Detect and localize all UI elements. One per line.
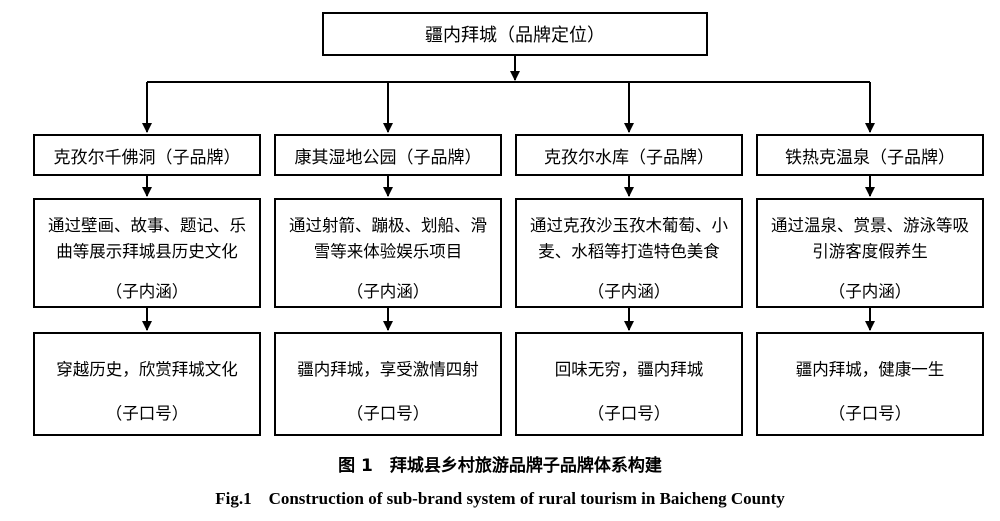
sub-brand-title: 康其湿地公园（子品牌） bbox=[294, 147, 482, 168]
connotation-text: 通过克孜沙玉孜木葡萄、小麦、水稻等打造特色美食 bbox=[530, 216, 728, 261]
sub-brand-box-3: 铁热克温泉（子品牌） bbox=[756, 134, 984, 176]
root-brand-box: 疆内拜城（品牌定位） bbox=[322, 12, 708, 56]
slogan-tag: （子口号） bbox=[587, 404, 671, 423]
connotation-box-2: 通过克孜沙玉孜木葡萄、小麦、水稻等打造特色美食 （子内涵） bbox=[515, 198, 743, 308]
slogan-text: 疆内拜城，健康一生 bbox=[795, 360, 945, 379]
connotation-tag: （子内涵） bbox=[828, 282, 912, 301]
slogan-tag: （子口号） bbox=[828, 404, 912, 423]
connotation-box-1: 通过射箭、蹦极、划船、滑雪等来体验娱乐项目 （子内涵） bbox=[274, 198, 502, 308]
slogan-box-3: 疆内拜城，健康一生 （子口号） bbox=[756, 332, 984, 436]
sub-brand-title: 克孜尔水库（子品牌） bbox=[544, 147, 714, 168]
slogan-text: 回味无穷，疆内拜城 bbox=[554, 360, 704, 379]
slogan-tag: （子口号） bbox=[105, 404, 189, 423]
connotation-box-3: 通过温泉、赏景、游泳等吸引游客度假养生 （子内涵） bbox=[756, 198, 984, 308]
sub-brand-title: 铁热克温泉（子品牌） bbox=[785, 147, 955, 168]
sub-brand-title: 克孜尔千佛洞（子品牌） bbox=[53, 147, 241, 168]
slogan-text: 穿越历史，欣赏拜城文化 bbox=[56, 360, 238, 379]
connotation-tag: （子内涵） bbox=[346, 282, 430, 301]
sub-brand-box-2: 克孜尔水库（子品牌） bbox=[515, 134, 743, 176]
slogan-box-1: 疆内拜城，享受激情四射 （子口号） bbox=[274, 332, 502, 436]
root-brand-label: 疆内拜城（品牌定位） bbox=[425, 25, 605, 46]
connotation-text: 通过温泉、赏景、游泳等吸引游客度假养生 bbox=[771, 216, 969, 261]
connotation-text: 通过壁画、故事、题记、乐曲等展示拜城县历史文化 bbox=[48, 216, 246, 261]
sub-brand-box-0: 克孜尔千佛洞（子品牌） bbox=[33, 134, 261, 176]
slogan-text: 疆内拜城，享受激情四射 bbox=[297, 360, 479, 379]
slogan-box-0: 穿越历史，欣赏拜城文化 （子口号） bbox=[33, 332, 261, 436]
figure-caption-english: Fig.1 Construction of sub-brand system o… bbox=[215, 489, 785, 508]
sub-brand-box-1: 康其湿地公园（子品牌） bbox=[274, 134, 502, 176]
connotation-tag: （子内涵） bbox=[105, 282, 189, 301]
connotation-tag: （子内涵） bbox=[587, 282, 671, 301]
connotation-box-0: 通过壁画、故事、题记、乐曲等展示拜城县历史文化 （子内涵） bbox=[33, 198, 261, 308]
slogan-box-2: 回味无穷，疆内拜城 （子口号） bbox=[515, 332, 743, 436]
slogan-tag: （子口号） bbox=[346, 404, 430, 423]
figure-caption-chinese: 图 1 拜城县乡村旅游品牌子品牌体系构建 bbox=[338, 456, 662, 476]
connotation-text: 通过射箭、蹦极、划船、滑雪等来体验娱乐项目 bbox=[289, 216, 487, 261]
